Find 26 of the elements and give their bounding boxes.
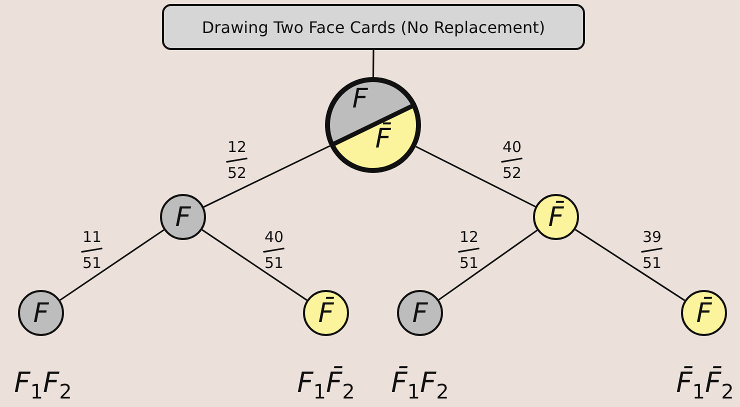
outcome-circle: F [160, 194, 206, 240]
outcome-circle: F̄ [303, 290, 349, 336]
branch-line [372, 50, 374, 77]
probability-fraction: 40/52 [502, 138, 522, 182]
probability-fraction: 39/51 [642, 228, 662, 272]
outcome-circle: F̄ [681, 290, 727, 336]
branch-line [203, 145, 330, 208]
outcome-circle: F̄ [533, 194, 579, 240]
outcome-label: F̄$_{1}$F̄$_{2}$ [676, 366, 734, 404]
probability-fraction: 12/51 [459, 228, 479, 272]
branch-line [60, 229, 164, 301]
outcome-label: F̄$_{1}$F$_{2}$ [391, 366, 449, 404]
branch-line [202, 229, 308, 301]
outcome-circle: F [397, 290, 443, 336]
event-letter: F [352, 86, 368, 112]
probability-fraction: 40/51 [264, 228, 284, 272]
split-circle [325, 77, 421, 173]
outcome-circle: F [18, 290, 64, 336]
branch-line [574, 228, 686, 302]
title-box: Drawing Two Face Cards (No Replacement) [162, 4, 585, 50]
outcome-label: F$_{1}$F̄$_{2}$ [297, 366, 355, 404]
outcome-label: F$_{1}$F$_{2}$ [14, 366, 72, 404]
branch-line [438, 230, 538, 300]
branch-line [416, 146, 536, 208]
probability-fraction: 11/51 [82, 228, 102, 272]
probability-fraction: 12/52 [227, 138, 247, 182]
